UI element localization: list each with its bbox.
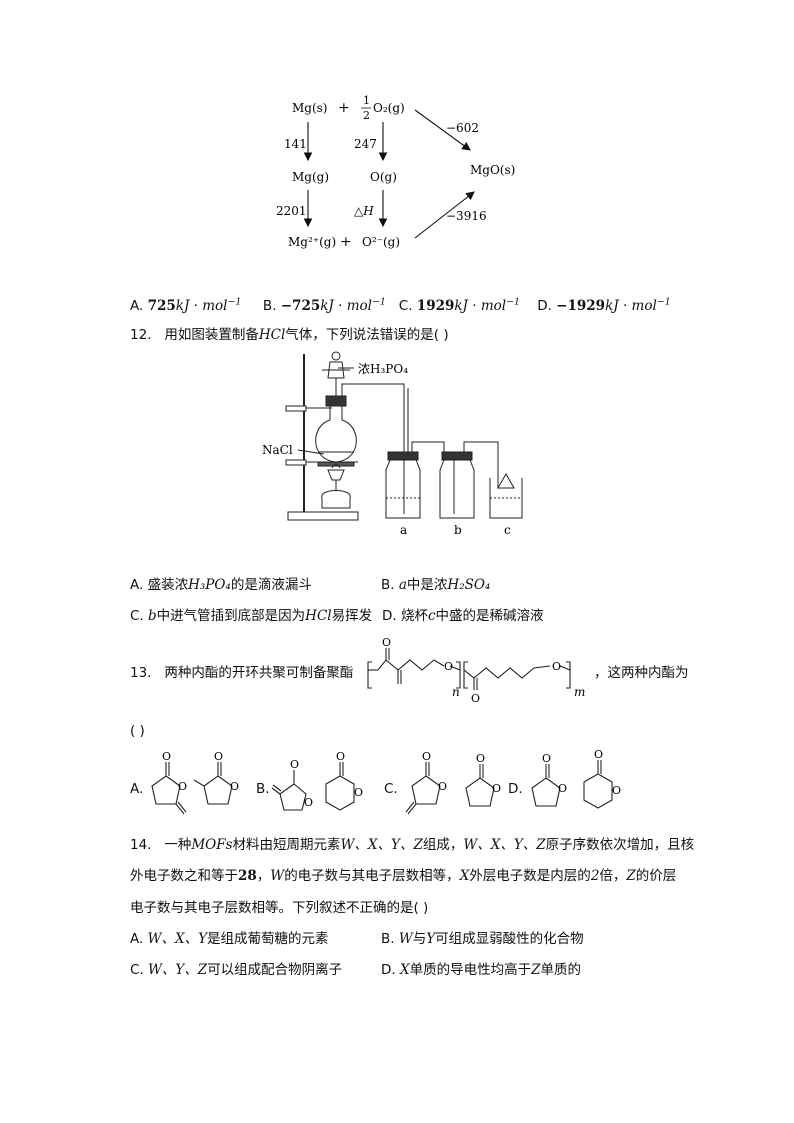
- label-bottle-b: b: [454, 523, 462, 537]
- q14-option-d[interactable]: D. X单质的导电性均高于Z单质的: [381, 962, 581, 978]
- value-247: 247: [354, 137, 377, 151]
- value-141: 141: [284, 137, 307, 151]
- svg-text:O: O: [230, 780, 239, 793]
- option-d-lactones: O O O O: [531, 748, 621, 809]
- q11-option-b[interactable]: B. −725kJ · mol−1: [262, 296, 386, 314]
- q13-paren: ( ): [130, 723, 145, 739]
- q12-option-d[interactable]: D. 烧杯c中盛的是稀碱溶液: [382, 608, 544, 624]
- svg-text:O: O: [438, 780, 447, 793]
- q11-options: A. 725kJ · mol−1 B. −725kJ · mol−1 C. 19…: [130, 293, 671, 315]
- svg-text:O: O: [558, 782, 567, 795]
- svg-text:O: O: [304, 796, 313, 809]
- mg-solid: Mg(s): [292, 101, 328, 115]
- label-beaker-c: c: [504, 523, 511, 537]
- polyester-diagram: O O n O O m: [367, 636, 585, 705]
- q14-option-a[interactable]: A. W、X、Y是组成葡萄糖的元素: [130, 931, 329, 947]
- mg-gas: Mg(g): [292, 170, 329, 184]
- q13-options: A. O O O O B. O O O O C.: [128, 748, 628, 826]
- plus-sign-2: +: [340, 234, 352, 250]
- option-b-lactones: O O O O: [271, 750, 363, 811]
- mg-ion: Mg²⁺(g): [288, 235, 336, 249]
- q14-line-3: 电子数与其电子层数相等。下列叙述不正确的是( ): [130, 900, 429, 916]
- svg-text:O: O: [542, 752, 551, 765]
- svg-text:O: O: [594, 748, 603, 761]
- ester-o-1: O: [444, 660, 453, 673]
- label-nacl: NaCl: [262, 443, 293, 457]
- q14-line-1: 14. 一种MOFs材料由短周期元素W、X、Y、Z组成，W、X、Y、Z原子序数依…: [130, 837, 695, 853]
- mgo-solid: MgO(s): [470, 163, 515, 177]
- q13-option-a[interactable]: A.: [130, 781, 144, 797]
- svg-text:O: O: [354, 786, 363, 799]
- q11-option-d[interactable]: D. −1929kJ · mol−1: [537, 296, 671, 314]
- arrow-602: [414, 109, 471, 151]
- arrow-3916: [414, 191, 475, 239]
- svg-text:O: O: [214, 750, 223, 763]
- value-602: −602: [446, 121, 479, 135]
- q13-option-b[interactable]: B.: [256, 781, 270, 797]
- half-den: 2: [363, 109, 370, 122]
- value-2201: 2201: [276, 204, 307, 218]
- apparatus-figure: 浓H₃PO₄ NaCl a b c: [258, 348, 530, 540]
- q12-option-c[interactable]: C. b中进气管插到底部是因为HCl易挥发: [130, 608, 373, 624]
- ester-o-2: O: [552, 660, 561, 673]
- cycle-diagram: Mg(s) + 1 2 O₂(g) 141 247 Mg(g) O(g) 220…: [276, 94, 515, 250]
- q12-option-b[interactable]: B. a中是浓H₂SO₄: [381, 577, 491, 593]
- svg-text:O: O: [336, 750, 345, 763]
- plus-sign: +: [338, 100, 350, 116]
- oxygen-gas: O₂(g): [373, 101, 405, 115]
- value-3916: −3916: [446, 209, 487, 223]
- svg-text:O: O: [492, 782, 501, 795]
- q14-line-2: 外电子数之和等于28，W的电子数与其电子层数相等，X外层电子数是内层的2倍，Z的…: [130, 868, 677, 884]
- svg-text:O: O: [290, 758, 299, 771]
- carbonyl-o-2: O: [471, 692, 480, 705]
- subscript-n: n: [452, 685, 460, 699]
- svg-text:O: O: [178, 780, 187, 793]
- carbonyl-o-1: O: [382, 636, 391, 649]
- apparatus-diagram: 浓H₃PO₄ NaCl a b c: [262, 351, 523, 537]
- q13-stem: 13. 两种内酯的开环共聚可制备聚酯: [130, 665, 354, 681]
- oxide-ion: O²⁻(g): [362, 235, 400, 249]
- subscript-m: m: [574, 685, 585, 699]
- delta-h: △H: [354, 204, 374, 218]
- q12-option-a[interactable]: A. 盛装浓H₃PO₄的是滴液漏斗: [130, 577, 312, 593]
- q11-option-c[interactable]: C. 1929kJ · mol−1: [398, 296, 521, 314]
- polyester-structure: O O n O O m: [364, 636, 594, 710]
- q13-option-d[interactable]: D.: [508, 781, 523, 797]
- q14-option-c[interactable]: C. W、Y、Z可以组成配合物阴离子: [130, 962, 343, 978]
- option-a-lactones: O O O O: [151, 750, 239, 815]
- svg-text:O: O: [612, 784, 621, 797]
- q12-stem: 12. 用如图装置制备HCl气体，下列说法错误的是( ): [130, 327, 449, 343]
- born-haber-cycle: Mg(s) + 1 2 O₂(g) 141 247 Mg(g) O(g) 220…: [270, 88, 530, 258]
- q13-option-c[interactable]: C.: [384, 781, 398, 797]
- label-acid: 浓H₃PO₄: [358, 362, 408, 376]
- q11-option-a[interactable]: A. 725kJ · mol−1: [130, 296, 242, 314]
- svg-text:O: O: [476, 752, 485, 765]
- q14-option-b[interactable]: B. W与Y可组成显弱酸性的化合物: [381, 931, 584, 947]
- o-gas: O(g): [370, 170, 397, 184]
- half-num: 1: [363, 94, 370, 107]
- svg-text:O: O: [422, 750, 431, 763]
- svg-text:O: O: [162, 750, 171, 763]
- q13-tail: ，这两种内酯为: [594, 665, 689, 681]
- option-c-lactones: O O O O: [405, 750, 501, 815]
- label-bottle-a: a: [400, 523, 407, 537]
